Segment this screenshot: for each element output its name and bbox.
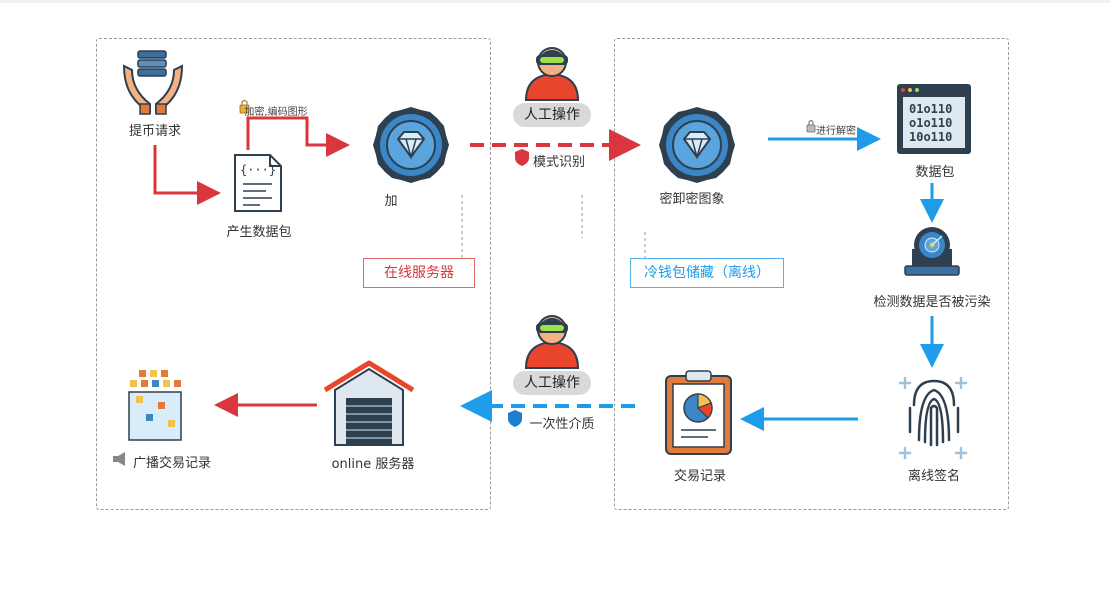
broadcast-record-label: 广播交易记录 <box>132 456 212 471</box>
clipboard-chart-icon <box>665 370 732 455</box>
hands-icon <box>122 50 184 115</box>
data-packet-label: 数据包 <box>915 165 955 180</box>
decrypt-image-label: 密卸密图象 <box>659 192 725 207</box>
vr-operator-icon <box>524 47 580 101</box>
online-server-tag: 在线服务器 <box>363 258 475 288</box>
shield-icon <box>508 410 522 427</box>
svg-text:01o110: 01o110 <box>909 102 952 116</box>
online-server-label: online 服务器 <box>331 457 415 472</box>
top-divider <box>0 0 1110 3</box>
svg-text:o1o110: o1o110 <box>909 116 952 130</box>
lock-icon <box>239 100 250 114</box>
withdraw-request-label: 提币请求 <box>128 124 182 139</box>
gem-badge-icon <box>373 107 449 183</box>
check-pollution-label: 检测数据是否被污染 <box>873 295 991 310</box>
transaction-record-label: 交易记录 <box>673 469 727 484</box>
decrypting-label: 进行解密 <box>816 126 856 137</box>
flow-arrow-request-to-packet <box>153 145 221 205</box>
megaphone-icon <box>113 452 125 466</box>
one-time-medium-label: 一次性介质 <box>529 417 595 432</box>
radar-laptop-icon <box>904 227 960 276</box>
lock-icon <box>806 120 816 133</box>
generate-packet-label: 产生数据包 <box>226 225 292 240</box>
shield-icon <box>515 149 529 166</box>
warehouse-icon <box>323 360 415 446</box>
svg-text:{···}: {···} <box>240 163 276 177</box>
gem-badge-icon <box>659 107 735 183</box>
binary-screen-icon: 01o110 o1o110 10o110 <box>897 84 971 154</box>
cold-wallet-tag: 冷钱包储藏（离线） <box>630 258 784 288</box>
online-zone-panel <box>96 38 491 510</box>
manual-operation-badge: 人工操作 <box>513 103 591 127</box>
flow-arrow-packet-to-encrypt <box>246 116 350 157</box>
manual-operation-badge: 人工操作 <box>513 371 591 395</box>
document-icon: {···} <box>234 154 282 212</box>
encrypt-encode-label: 加密,编码图形 <box>244 107 308 118</box>
offline-zone-panel <box>614 38 1009 510</box>
encrypt-image-label: 加 <box>384 194 398 209</box>
fingerprint-icon <box>898 376 968 460</box>
vr-operator-icon <box>524 315 580 369</box>
pattern-recognition-label: 模式识别 <box>532 155 586 170</box>
offline-signature-label: 离线签名 <box>907 469 961 484</box>
svg-text:10o110: 10o110 <box>909 130 952 144</box>
pixel-grid-icon <box>128 370 182 441</box>
